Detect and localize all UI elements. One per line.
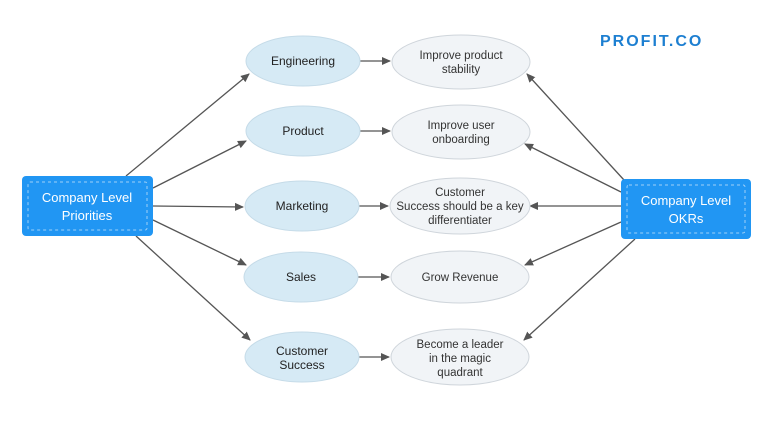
department-engineering: Engineering: [245, 35, 361, 87]
department-marketing: Marketing: [244, 180, 360, 232]
department-label: Marketing: [276, 199, 329, 213]
arrow-okrs-to-grow-revenue: [524, 221, 622, 266]
company-okrs-line-1: Company Level: [641, 193, 731, 208]
okr-label: Grow Revenue: [422, 272, 499, 284]
department-label: Sales: [286, 270, 316, 284]
arrow-okrs-to-magic-quadrant: [523, 238, 636, 341]
arrow-okrs-to-product-stability: [526, 73, 625, 181]
arrow-priorities-to-engineering: [125, 73, 250, 177]
company-priorities-line-2: Priorities: [62, 208, 113, 223]
department-product: Product: [245, 105, 361, 157]
okr-leader-magic-quadrant: Become a leader in the magic quadrant: [390, 328, 530, 386]
okr-label-line-1: Improve product: [419, 50, 503, 62]
okr-customer-success-differentiator: Customer Success should be a key differe…: [389, 177, 531, 235]
okr-label-line-3: quadrant: [437, 367, 483, 379]
okr-improve-product-stability: Improve product stability: [391, 34, 531, 90]
department-sales: Sales: [243, 251, 359, 303]
arrows: [125, 57, 636, 361]
company-priorities-box: Company Level Priorities: [22, 176, 153, 236]
arrow-priorities-to-sales: [152, 219, 247, 266]
okr-label-line-2: onboarding: [432, 134, 490, 146]
department-label: Product: [282, 124, 324, 138]
okr-label-line-2: stability: [442, 64, 481, 76]
okr-label-line-1: Become a leader: [417, 339, 504, 351]
okr-label-line-1: Improve user: [427, 120, 494, 132]
profit-co-logo: PROFIT.CO: [600, 33, 703, 51]
department-label-line-1: Customer: [276, 344, 328, 358]
okr-label-line-1: Customer: [435, 187, 485, 199]
okr-improve-user-onboarding: Improve user onboarding: [391, 104, 531, 160]
okr-label-line-2: in the magic: [429, 353, 491, 365]
arrow-priorities-to-customer-success: [135, 235, 251, 341]
okr-label-line-2: Success should be a key: [396, 201, 523, 213]
department-label-line-2: Success: [279, 358, 324, 372]
company-priorities-line-1: Company Level: [42, 190, 132, 205]
department-label: Engineering: [271, 54, 335, 68]
okr-label-line-3: differentiater: [428, 215, 492, 227]
arrow-priorities-to-product: [152, 140, 247, 189]
company-okrs-line-2: OKRs: [669, 211, 704, 226]
okr-grow-revenue: Grow Revenue: [390, 250, 530, 304]
company-okrs-box: Company Level OKRs: [621, 179, 751, 239]
arrow-priorities-to-marketing: [152, 202, 244, 211]
department-customer-success: Customer Success: [244, 331, 360, 383]
arrow-okrs-to-user-onboarding: [524, 143, 622, 193]
logo-text: PROFIT.CO: [600, 33, 704, 50]
